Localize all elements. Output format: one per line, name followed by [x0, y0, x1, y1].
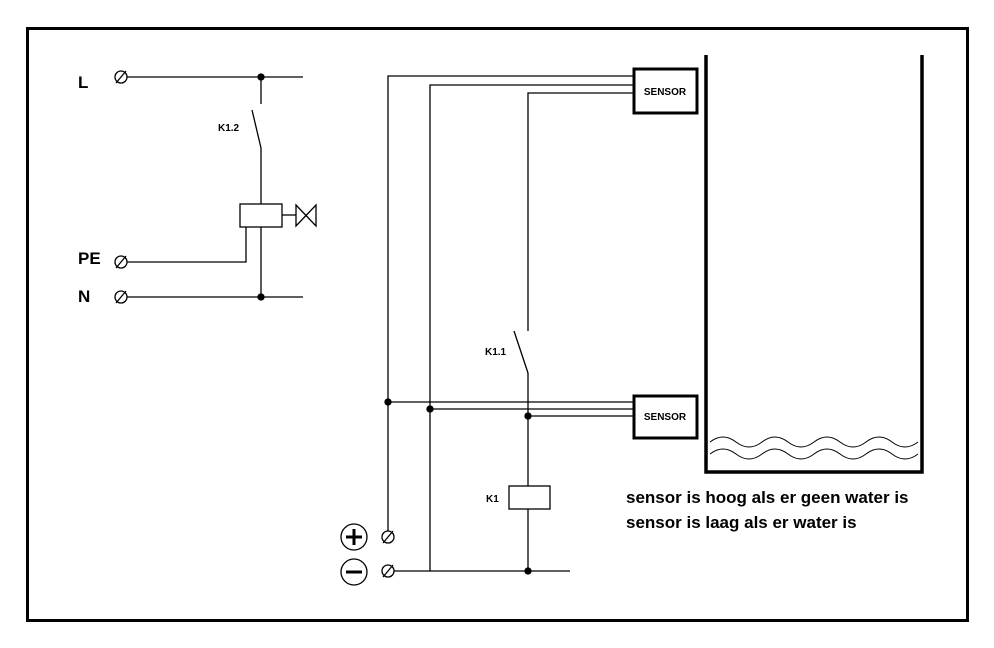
plus-icon	[340, 523, 368, 551]
label-k11: K1.1	[485, 347, 507, 358]
terminal-plus	[381, 530, 395, 544]
frame	[26, 27, 969, 622]
valve-coil	[239, 203, 283, 228]
terminal-PE	[114, 255, 128, 269]
water-waves	[709, 436, 919, 460]
label-N: N	[78, 287, 90, 306]
note-high: sensor is hoog als er geen water is	[626, 488, 909, 507]
label-k12: K1.2	[218, 123, 240, 134]
dc-circuit: K1.1 K1	[340, 75, 634, 586]
sensor-upper: SENSOR	[632, 67, 699, 115]
valve-icon	[295, 203, 317, 228]
svg-text:SENSOR: SENSOR	[644, 412, 687, 423]
switch-k11	[513, 330, 529, 374]
minus-icon	[340, 558, 368, 586]
switch-k12	[251, 109, 262, 149]
label-PE: PE	[78, 249, 101, 268]
terminal-minus	[381, 564, 395, 578]
label-L: L	[78, 73, 88, 92]
note-low: sensor is laag als er water is	[626, 513, 857, 532]
mains-circuit: L PE N K1.2	[78, 70, 317, 306]
relay-k1	[508, 485, 551, 510]
sensor-lower: SENSOR	[632, 394, 699, 440]
water-tank	[704, 55, 924, 474]
terminal-N	[114, 290, 128, 304]
terminal-L	[114, 70, 128, 84]
label-k1: K1	[486, 494, 499, 505]
svg-text:SENSOR: SENSOR	[644, 87, 687, 98]
